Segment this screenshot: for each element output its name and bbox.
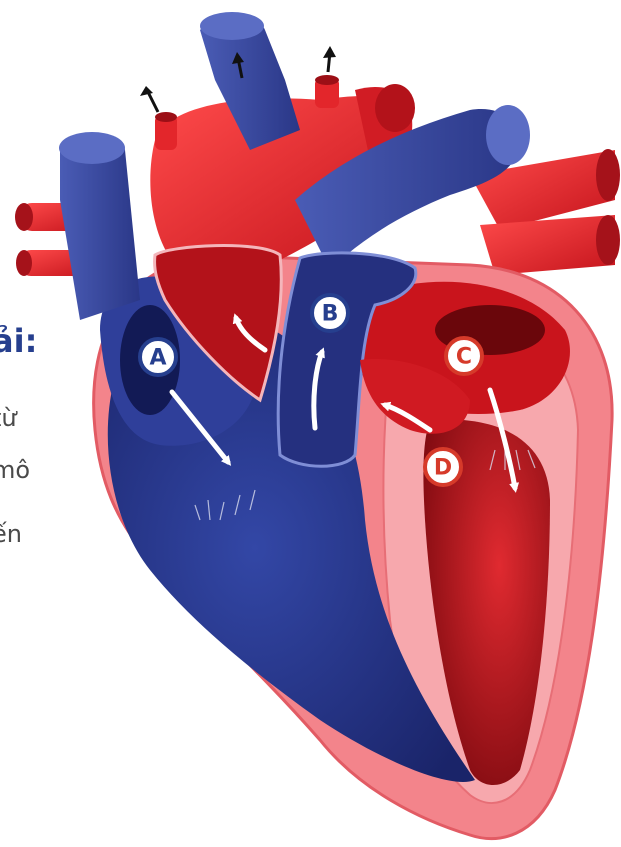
svg-text:C: C — [456, 345, 472, 370]
label-a: A — [140, 339, 176, 375]
svg-text:D: D — [434, 456, 452, 481]
label-c: C — [446, 338, 482, 374]
svg-text:A: A — [149, 346, 166, 371]
svg-text:B: B — [322, 302, 339, 327]
label-b: B — [312, 295, 348, 331]
label-d: D — [425, 449, 461, 485]
